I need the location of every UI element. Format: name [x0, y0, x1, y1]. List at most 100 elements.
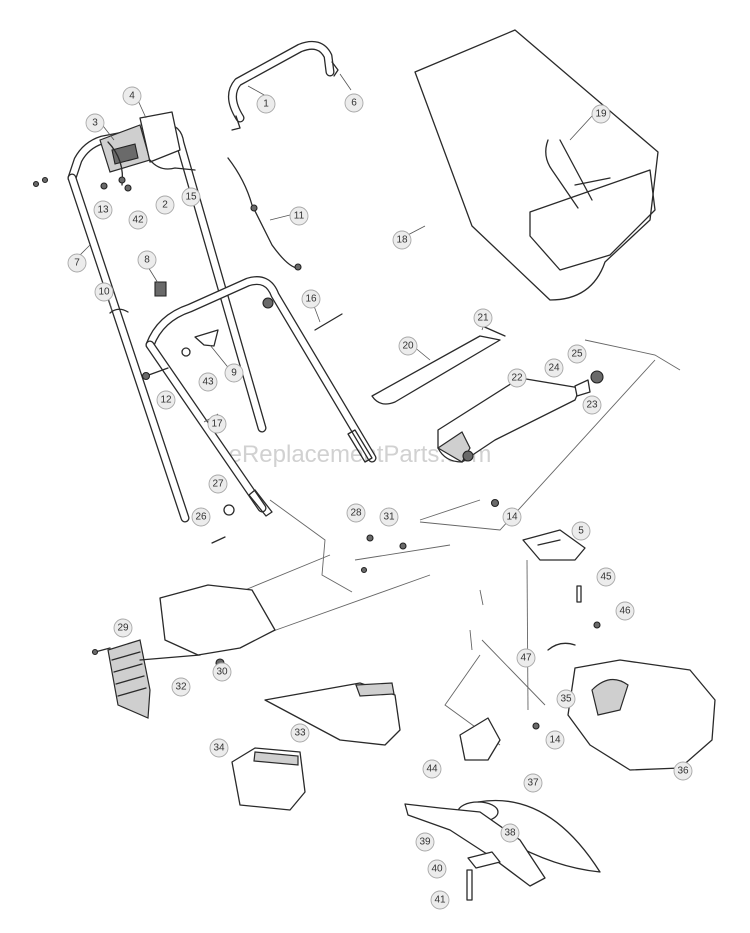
callout-10: 10: [94, 282, 114, 302]
svg-text:5: 5: [578, 526, 584, 537]
callout-12: 12: [156, 390, 176, 410]
svg-text:45: 45: [600, 572, 612, 583]
svg-text:42: 42: [132, 215, 144, 226]
callout-33: 33: [290, 723, 310, 743]
callout-28: 28: [346, 503, 366, 523]
callout-14-upper: 14: [502, 507, 522, 527]
svg-text:9: 9: [231, 368, 237, 379]
callout-1: 1: [256, 94, 276, 114]
callout-23: 23: [582, 395, 602, 415]
svg-text:46: 46: [619, 606, 631, 617]
svg-text:37: 37: [527, 778, 539, 789]
callout-37: 37: [523, 773, 543, 793]
callout-14-lower: 14: [545, 730, 565, 750]
callout-40: 40: [427, 859, 447, 879]
mulch-plug: [264, 682, 401, 746]
callout-44: 44: [422, 759, 442, 779]
svg-text:43: 43: [202, 377, 214, 388]
callout-11: 11: [289, 206, 309, 226]
svg-text:17: 17: [211, 419, 223, 430]
svg-text:21: 21: [477, 313, 489, 324]
svg-text:7: 7: [74, 258, 80, 269]
plug-cover: [231, 747, 306, 811]
callout-18: 18: [392, 230, 412, 250]
callout-3: 3: [85, 113, 105, 133]
callout-39: 39: [415, 832, 435, 852]
callout-21: 21: [473, 308, 493, 328]
callout-6: 6: [344, 93, 364, 113]
callout-8: 8: [137, 250, 157, 270]
callout-45: 45: [596, 567, 616, 587]
svg-text:11: 11: [294, 211, 305, 222]
upper-handle-bar: [228, 40, 339, 131]
svg-text:3: 3: [92, 118, 98, 129]
callout-31: 31: [379, 507, 399, 527]
svg-text:2: 2: [162, 200, 168, 211]
bracket: [522, 529, 586, 561]
svg-text:4: 4: [129, 91, 135, 102]
svg-text:24: 24: [548, 363, 560, 374]
svg-text:47: 47: [520, 653, 532, 664]
callout-4: 4: [122, 86, 142, 106]
callout-43: 43: [198, 372, 218, 392]
svg-text:32: 32: [175, 682, 187, 693]
control-cable: [227, 157, 302, 271]
callout-36: 36: [673, 761, 693, 781]
callout-17: 17: [207, 414, 227, 434]
svg-text:35: 35: [560, 694, 572, 705]
svg-text:23: 23: [586, 400, 598, 411]
svg-text:14: 14: [549, 735, 561, 746]
svg-text:16: 16: [305, 294, 317, 305]
svg-text:38: 38: [504, 828, 516, 839]
svg-text:44: 44: [426, 764, 438, 775]
svg-text:20: 20: [402, 341, 414, 352]
control-box: [32, 111, 196, 192]
svg-text:39: 39: [419, 837, 431, 848]
svg-text:27: 27: [212, 479, 224, 490]
svg-text:13: 13: [97, 205, 109, 216]
callout-19: 19: [591, 104, 611, 124]
svg-text:18: 18: [396, 235, 408, 246]
svg-text:14: 14: [506, 512, 518, 523]
mower-deck: [567, 659, 716, 771]
svg-text:26: 26: [195, 512, 207, 523]
callouts: 1 2 3 4 5 6 7 8 9 10 11 12 13 14 14 15 1…: [67, 86, 693, 910]
callout-46: 46: [615, 601, 635, 621]
rear-guard: [436, 370, 604, 463]
svg-text:28: 28: [350, 508, 362, 519]
callout-34: 34: [209, 738, 229, 758]
callout-42: 42: [128, 210, 148, 230]
callout-9: 9: [224, 363, 244, 383]
callout-27: 27: [208, 474, 228, 494]
svg-text:36: 36: [677, 766, 689, 777]
callout-30: 30: [212, 662, 232, 682]
svg-text:1: 1: [263, 99, 269, 110]
callout-25: 25: [567, 344, 587, 364]
svg-text:33: 33: [294, 728, 306, 739]
grass-bag: [414, 29, 659, 301]
callout-29: 29: [113, 618, 133, 638]
callout-16: 16: [301, 289, 321, 309]
callout-24: 24: [544, 358, 564, 378]
side-deflector: [107, 584, 276, 719]
svg-text:10: 10: [98, 287, 110, 298]
callout-22: 22: [507, 368, 527, 388]
svg-text:15: 15: [185, 192, 197, 203]
svg-text:31: 31: [383, 512, 395, 523]
callout-32: 32: [171, 677, 191, 697]
callout-38: 38: [500, 823, 520, 843]
svg-text:40: 40: [431, 864, 443, 875]
rear-flap: [371, 324, 506, 405]
callout-26: 26: [191, 507, 211, 527]
callout-41: 41: [430, 890, 450, 910]
small-parts: [91, 281, 601, 730]
svg-text:8: 8: [144, 255, 150, 266]
svg-text:30: 30: [216, 667, 228, 678]
callout-47: 47: [516, 648, 536, 668]
callout-20: 20: [398, 336, 418, 356]
callout-13: 13: [93, 200, 113, 220]
callout-7: 7: [67, 253, 87, 273]
svg-text:41: 41: [434, 895, 446, 906]
callout-35: 35: [556, 689, 576, 709]
